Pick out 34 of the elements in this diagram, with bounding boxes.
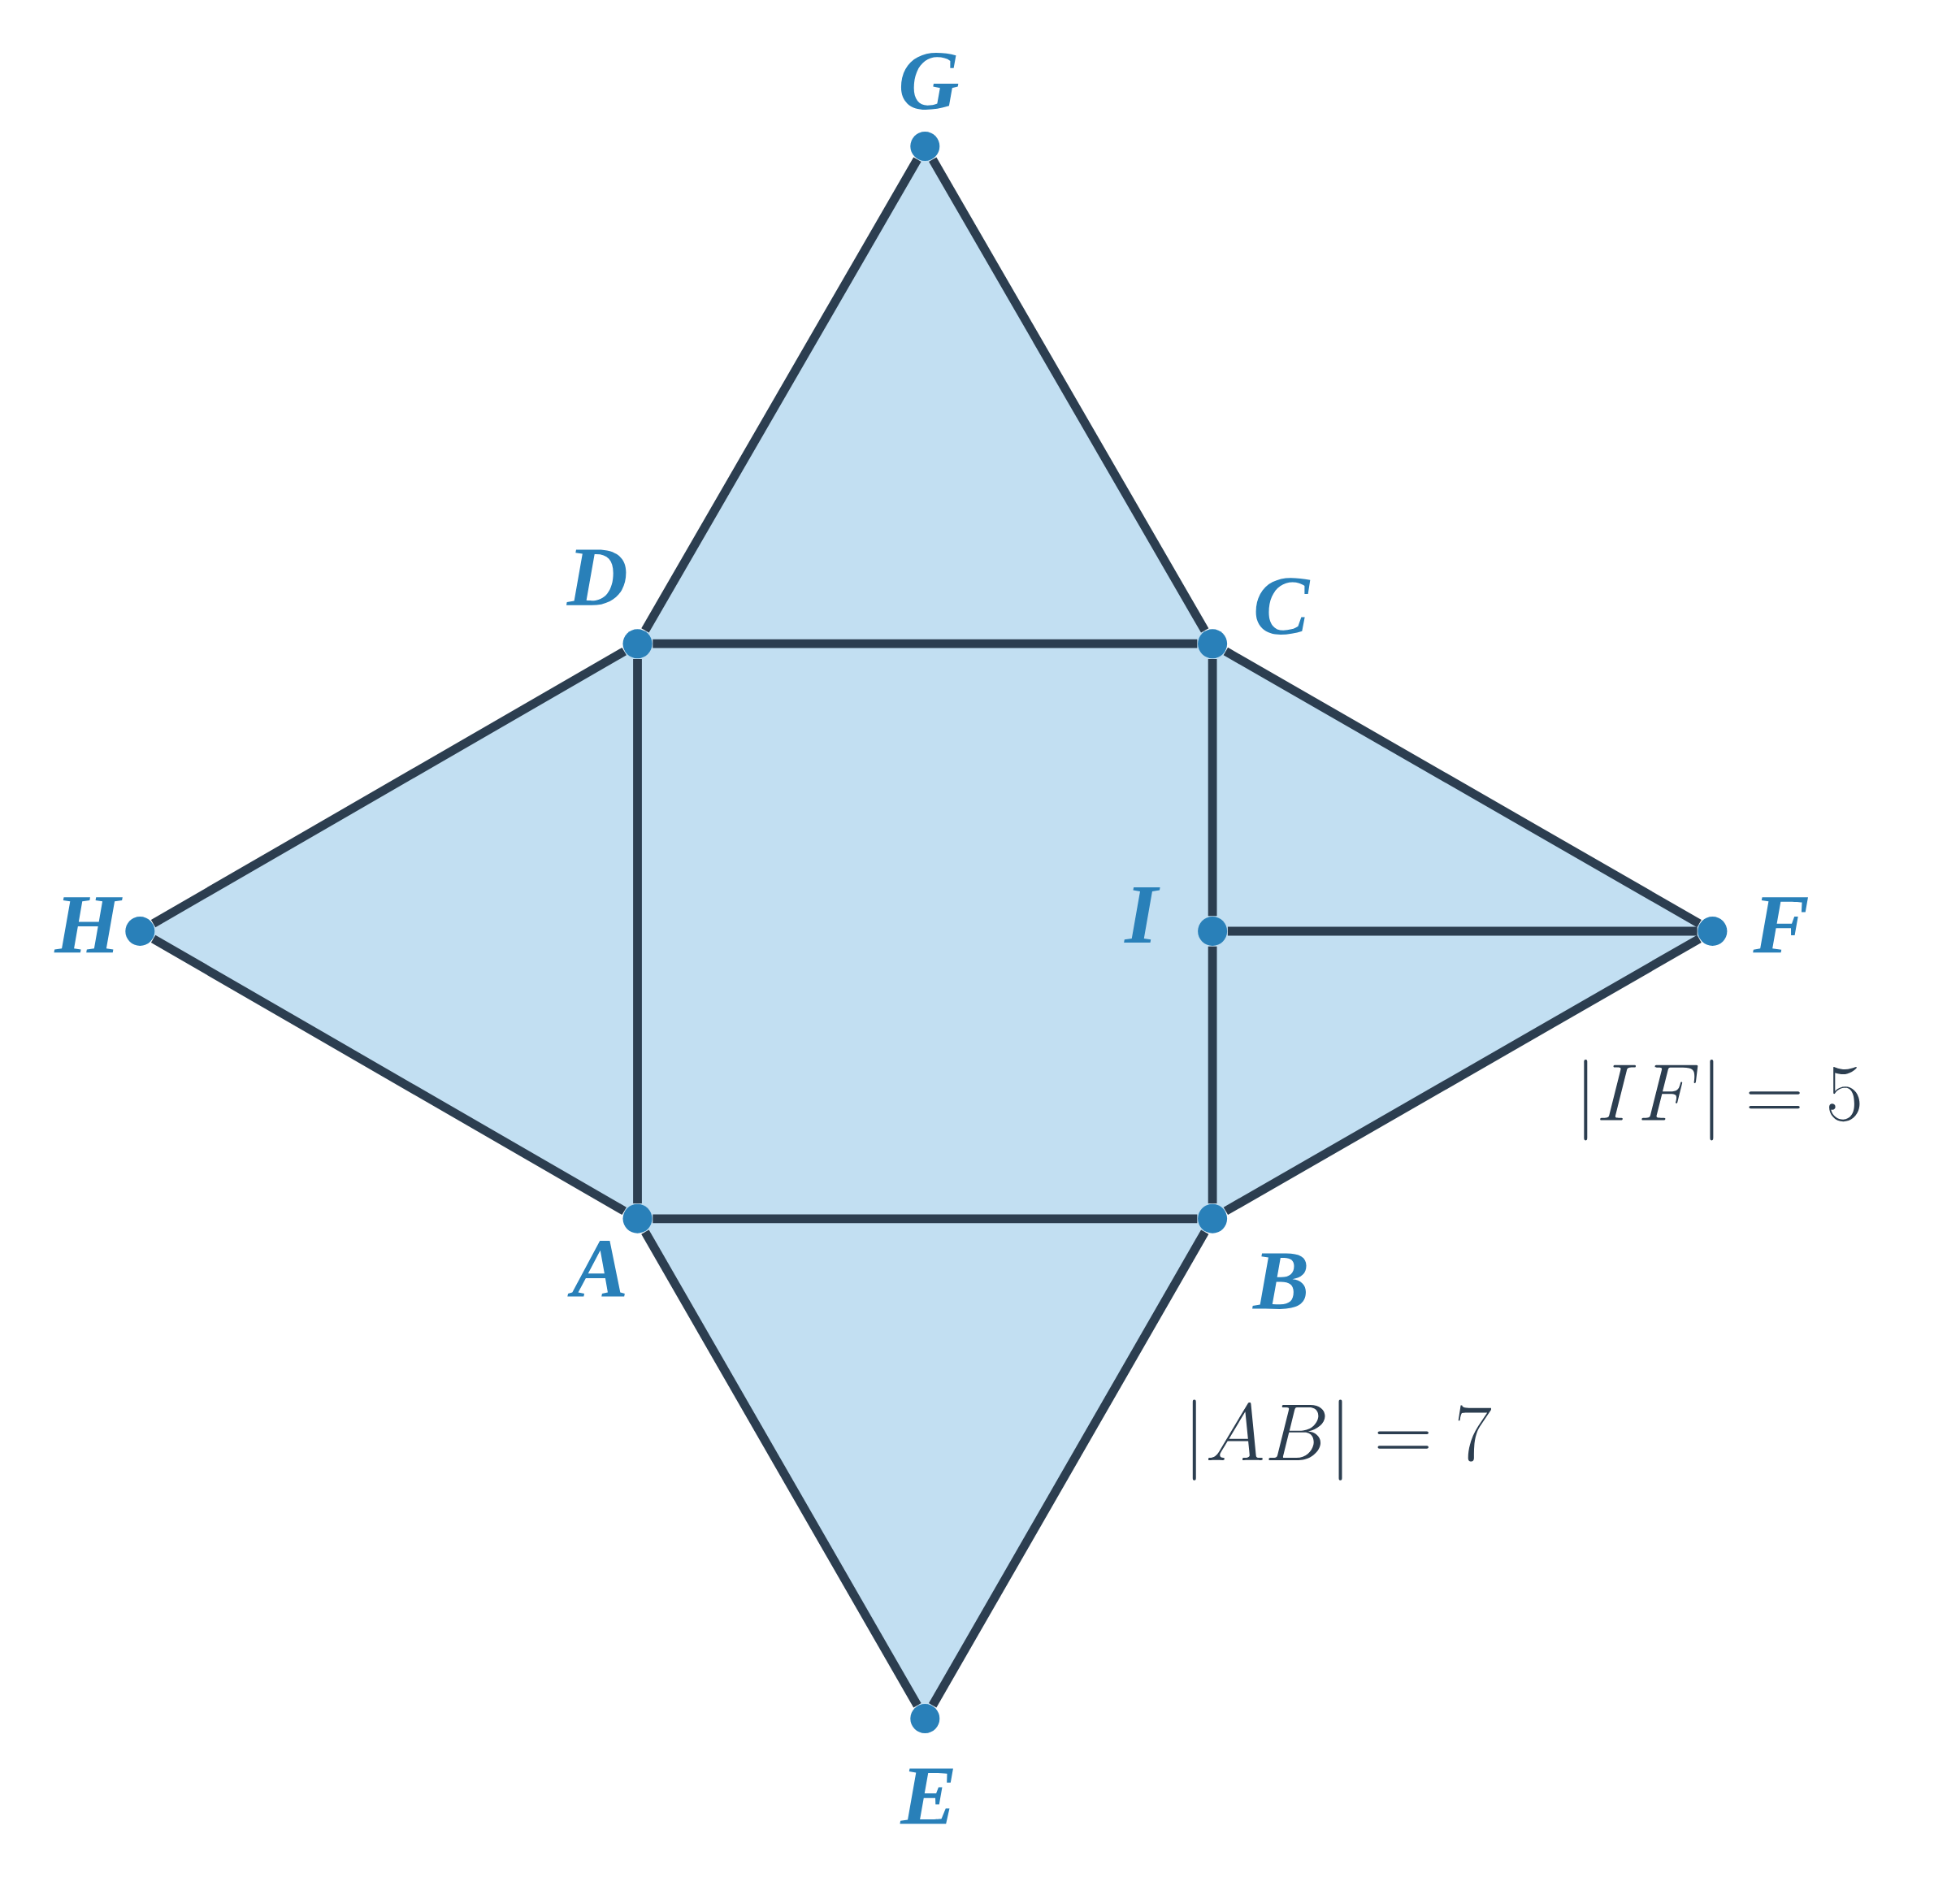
edge-line [641,157,921,633]
length-label: $|IF| = 5$ [1584,1060,1860,1141]
point-label: B [1252,1253,1307,1309]
edge-line [150,647,627,928]
point-label: C [1255,578,1311,635]
point-dot [1198,917,1228,946]
point-label: F [1753,897,1808,953]
edge-line [641,1229,921,1708]
point-dot [1198,1203,1228,1233]
edge-line [1223,647,1702,928]
point-dot [1198,629,1228,659]
point-dot [622,629,653,659]
point-label: D [566,549,627,605]
point-label: A [567,1240,625,1297]
edge-line [150,934,627,1216]
point-label: G [900,53,959,110]
point-label: H [54,897,123,953]
point-dot [125,917,155,946]
edge-line [1208,659,1217,917]
point-dot [910,132,940,161]
edge-line [633,659,642,1203]
point-dot [910,1704,940,1734]
edge-line [653,639,1198,648]
edge-line [929,1229,1209,1708]
edge-line [1227,926,1698,936]
point-dot [622,1203,653,1233]
edge-line [1223,934,1702,1216]
point-label: E [900,1768,953,1824]
length-label: $|AB| = 7$ [1192,1399,1491,1481]
edge-line [929,157,1209,633]
edge-line [653,1214,1198,1224]
point-label: I [1124,887,1160,943]
edge-line [1208,946,1217,1203]
point-dot [1698,917,1728,946]
